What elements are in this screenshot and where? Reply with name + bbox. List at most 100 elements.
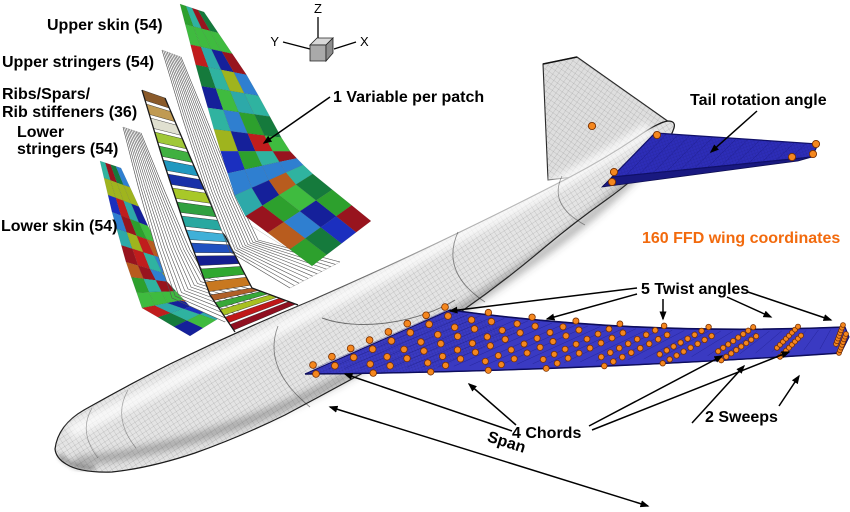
stringer-line bbox=[179, 56, 336, 265]
ffd-point bbox=[572, 317, 580, 325]
ffd-point bbox=[730, 337, 737, 345]
ffd-point bbox=[471, 348, 479, 356]
ffd-point bbox=[670, 343, 677, 350]
ffd-point bbox=[666, 356, 673, 363]
nose-shading bbox=[58, 453, 96, 471]
stringer-line bbox=[126, 128, 232, 317]
x-axis-label: X bbox=[360, 34, 369, 49]
ffd-point bbox=[597, 339, 605, 347]
wing-chord-line bbox=[723, 330, 758, 356]
ffd-point bbox=[645, 340, 653, 348]
stringer-line bbox=[166, 51, 304, 282]
axis-cube-side-face bbox=[325, 37, 334, 63]
ffd-point bbox=[607, 349, 614, 356]
ffd-point bbox=[441, 303, 449, 311]
ffd-point bbox=[456, 355, 465, 363]
tail-chord-line bbox=[652, 135, 691, 174]
fuselage-highlight bbox=[66, 122, 654, 439]
ffd-point bbox=[451, 323, 459, 331]
wing-root-mesh bbox=[306, 310, 520, 373]
ffd-point bbox=[481, 357, 489, 365]
ffd-point bbox=[636, 344, 644, 352]
ffd-point bbox=[561, 345, 569, 353]
tail-rotation-arrow bbox=[709, 110, 758, 153]
ffd-point bbox=[738, 343, 745, 350]
ffd-point bbox=[677, 339, 684, 346]
ffd-point bbox=[400, 345, 408, 354]
ffd-point bbox=[610, 358, 617, 365]
ffd-point bbox=[598, 353, 605, 361]
ffd-point bbox=[536, 343, 544, 351]
vertical-tail-mesh bbox=[543, 57, 669, 180]
ffd-point bbox=[487, 317, 496, 326]
ffd-point bbox=[422, 311, 430, 320]
vertical-tail bbox=[542, 56, 670, 181]
sweeps-arrow-1 bbox=[691, 364, 746, 424]
ffd-point bbox=[542, 365, 550, 372]
ffd-point bbox=[691, 331, 698, 338]
axis-cube-front-face bbox=[309, 44, 327, 62]
tail-ffd-point bbox=[607, 177, 617, 187]
y-axis-label: Y bbox=[270, 34, 279, 49]
horizontal-tail-mesh bbox=[612, 133, 818, 177]
ffd-point bbox=[437, 340, 445, 348]
label-ribs-spars-line1: Ribs/Spars/ bbox=[2, 86, 91, 103]
ffd-point bbox=[601, 362, 608, 370]
sweeps-arrow-2 bbox=[778, 374, 800, 407]
twist-arrow-1 bbox=[448, 287, 638, 314]
ffd-point bbox=[454, 332, 462, 340]
ffd-point bbox=[486, 342, 494, 350]
fuselage-section-crease-3 bbox=[557, 175, 586, 226]
ffd-point bbox=[673, 352, 680, 359]
stringer-line bbox=[130, 129, 242, 309]
ffd-point bbox=[444, 312, 452, 320]
rib-bar bbox=[181, 215, 223, 231]
ffd-point bbox=[513, 320, 521, 328]
wing-chord-line bbox=[580, 329, 649, 363]
stringer-line bbox=[124, 127, 229, 320]
ffd-point bbox=[743, 340, 750, 347]
fuselage-section-crease-2 bbox=[452, 231, 486, 303]
ffd-point bbox=[520, 340, 528, 348]
label-sweeps: 2 Sweeps bbox=[705, 409, 778, 426]
ffd-point bbox=[745, 327, 752, 334]
ffd-point bbox=[386, 362, 394, 370]
ffd-point bbox=[501, 335, 509, 343]
ffd-point bbox=[843, 331, 849, 337]
vertical-tail-tip-edge bbox=[542, 56, 578, 65]
stringer-line bbox=[173, 54, 322, 272]
ffd-point bbox=[718, 357, 725, 364]
ffd-point bbox=[723, 353, 730, 360]
ffd-point bbox=[619, 329, 627, 337]
wing-chord-line bbox=[691, 330, 734, 357]
ffd-point bbox=[420, 347, 428, 355]
ffd-point bbox=[720, 344, 727, 351]
ffd-point bbox=[346, 344, 355, 353]
ffd-point bbox=[312, 370, 320, 378]
wing-chord-line bbox=[516, 326, 601, 365]
label-upper-skin: Upper skin (54) bbox=[47, 17, 163, 34]
twist-arrow-2 bbox=[545, 293, 638, 321]
tail-ffd-point bbox=[787, 152, 797, 162]
rib-bar bbox=[200, 266, 246, 279]
ffd-point bbox=[365, 336, 374, 344]
x-axis-line bbox=[333, 41, 357, 50]
ffd-point bbox=[425, 320, 433, 329]
label-ffd-coordinates: 160 FFD wing coordinates bbox=[642, 230, 840, 247]
ffd-point bbox=[403, 354, 411, 363]
exploded-structure bbox=[99, 3, 372, 337]
ffd-point bbox=[368, 345, 377, 353]
z-axis-label: Z bbox=[314, 1, 322, 16]
fuselage-section-crease-1 bbox=[273, 325, 311, 408]
ffd-point bbox=[705, 323, 712, 331]
ffd-point bbox=[484, 308, 493, 317]
ffd-point bbox=[528, 313, 536, 321]
ffd-point bbox=[656, 351, 663, 358]
ffd-point bbox=[605, 325, 613, 333]
ffd-point bbox=[733, 346, 740, 354]
tail-chord-line bbox=[719, 139, 749, 169]
ffd-point bbox=[659, 360, 666, 367]
ffd-point bbox=[651, 327, 659, 334]
label-tail-rotation: Tail rotation angle bbox=[690, 92, 827, 109]
ffd-point bbox=[559, 323, 567, 331]
